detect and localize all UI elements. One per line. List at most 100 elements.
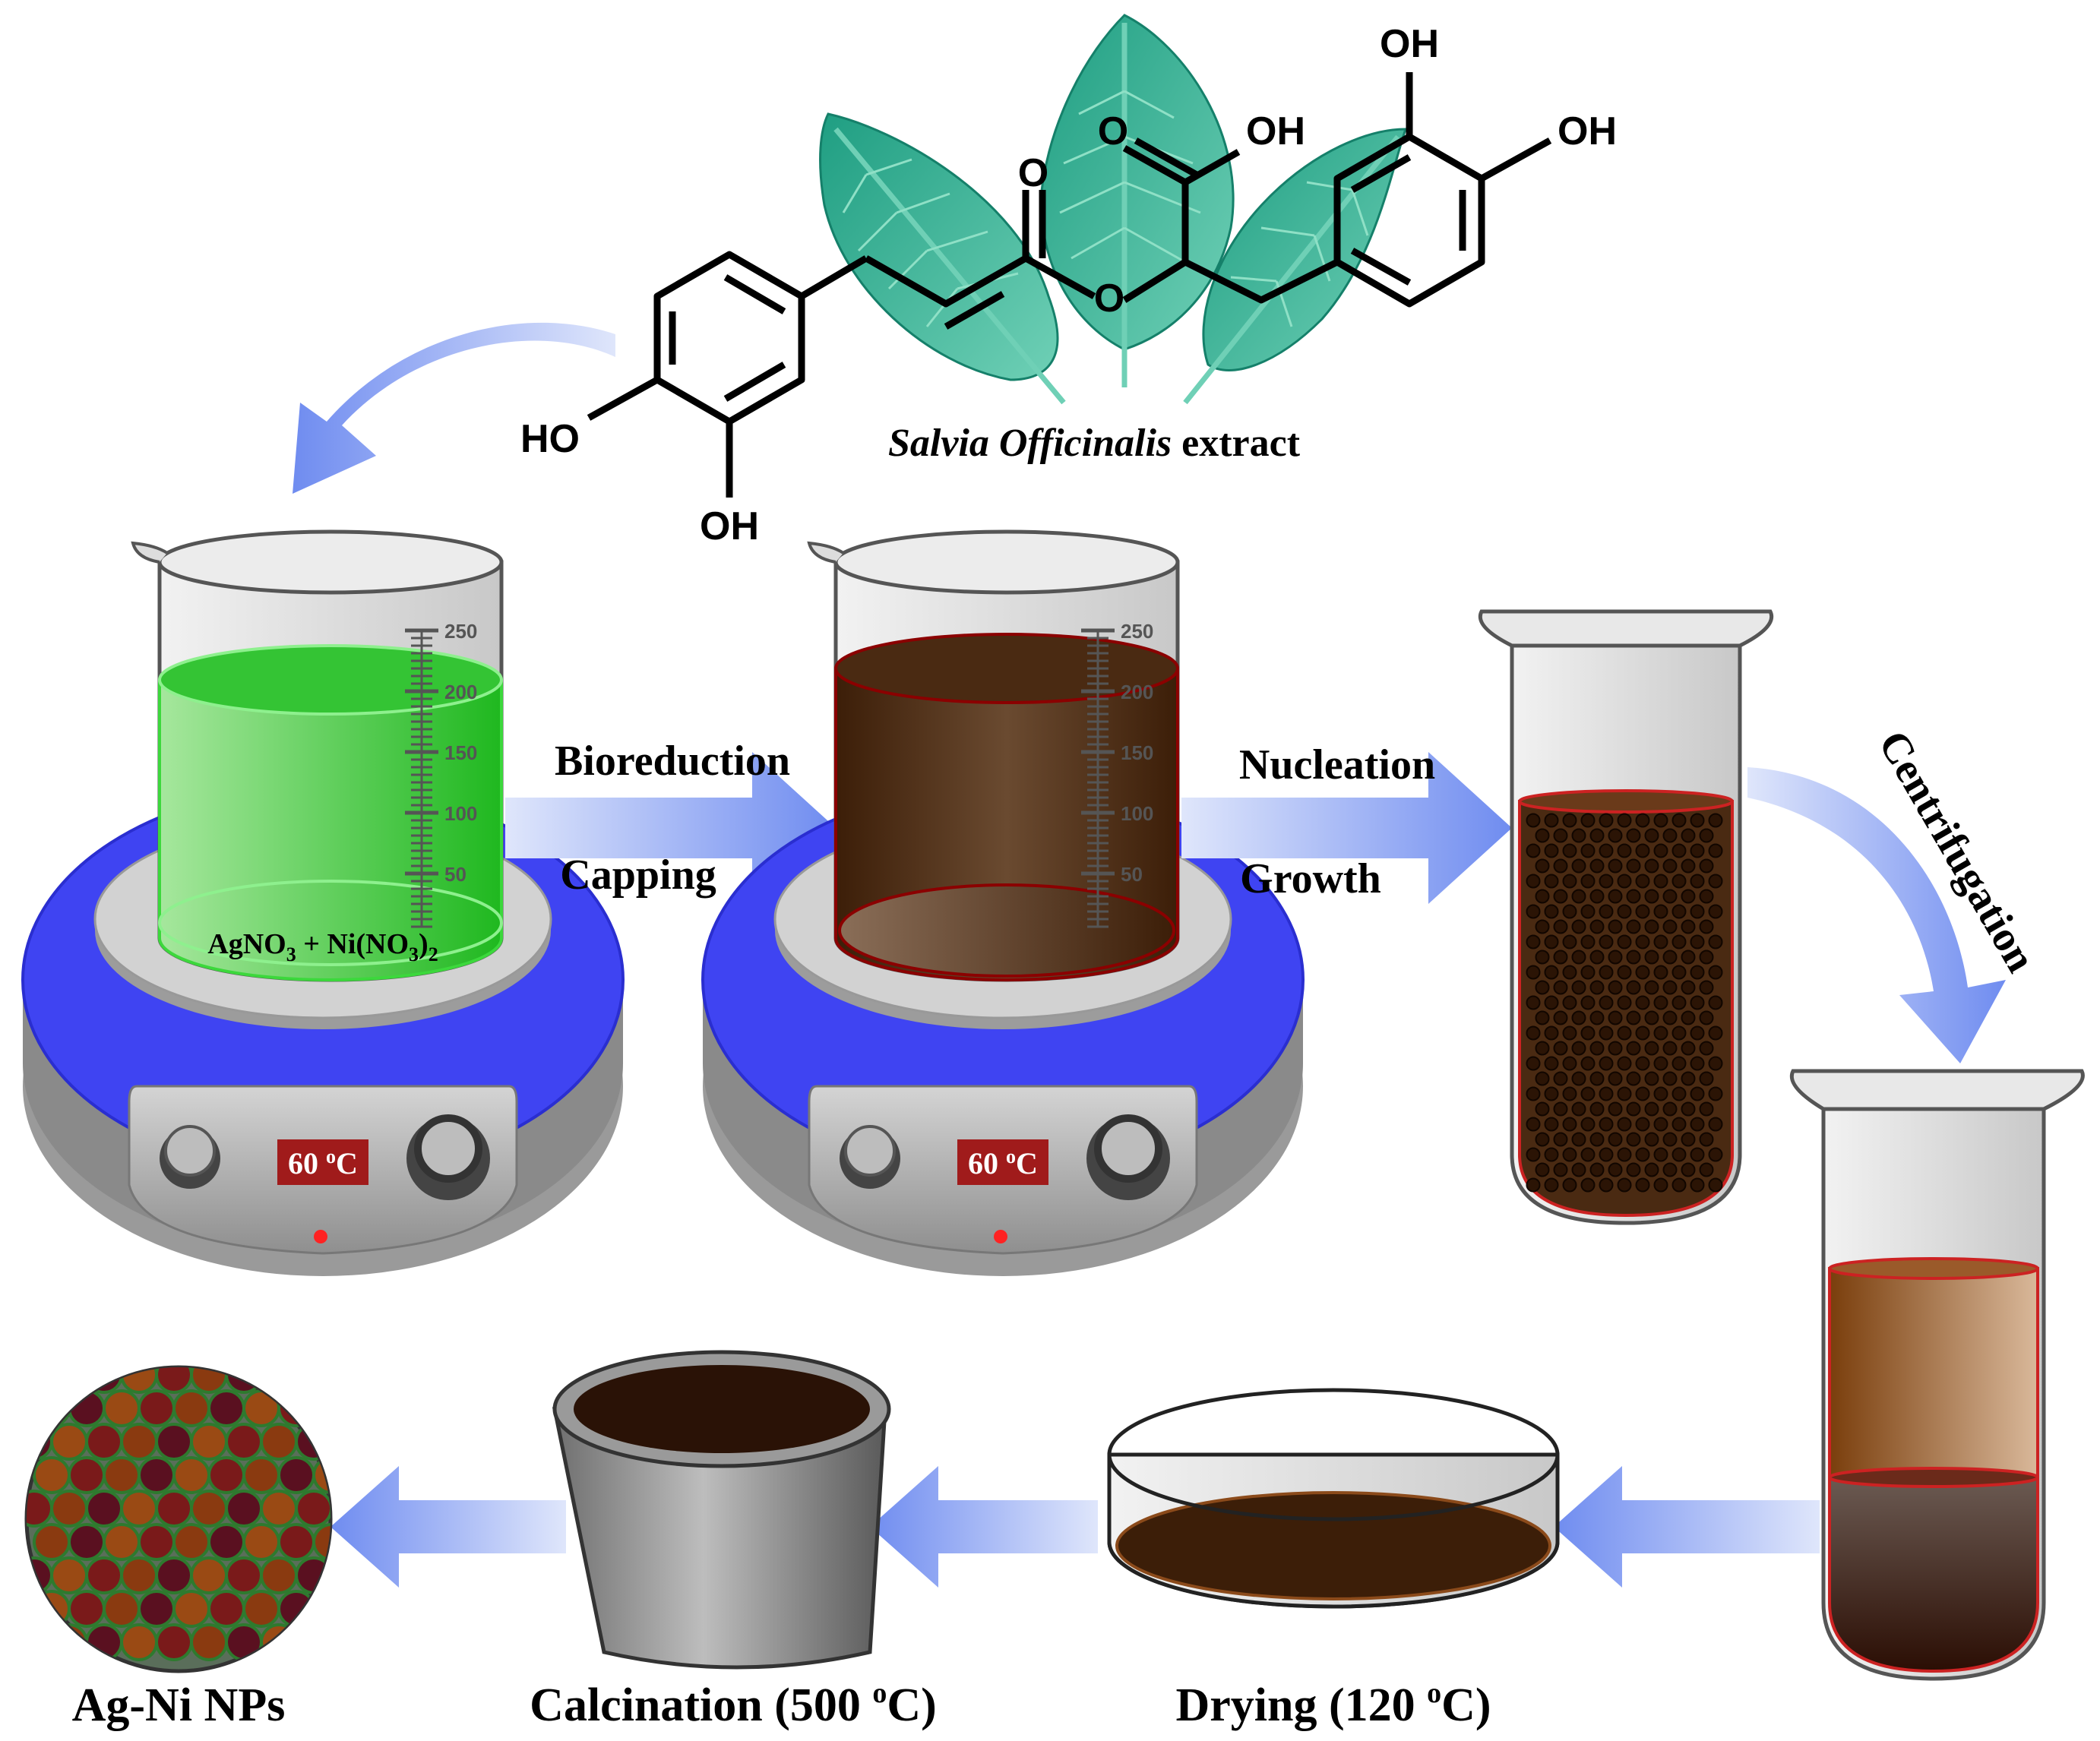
nanoparticle-dot <box>1599 1086 1614 1101</box>
nanoparticle-dot <box>1626 1101 1641 1117</box>
oh-right-label: OH <box>1558 109 1617 153</box>
nanoparticle-dot <box>1580 1086 1596 1101</box>
crucible <box>552 1350 891 1670</box>
nanoparticle-dot <box>1681 1162 1696 1177</box>
nanoparticle <box>225 1490 263 1528</box>
large-knob-icon[interactable] <box>406 1114 490 1200</box>
nanoparticle-dot <box>1553 949 1568 965</box>
scale-tick-label: 250 <box>444 620 477 643</box>
nanoparticle-dot <box>1553 1162 1568 1177</box>
nanoparticle <box>103 1523 141 1561</box>
test-tube-2 <box>1790 1069 2085 1681</box>
nanoparticle-dot <box>1571 889 1586 904</box>
scale-tick-label: 100 <box>444 802 477 825</box>
nanoparticle-dot <box>1626 889 1641 904</box>
nanoparticle-dot <box>1589 1101 1605 1117</box>
small-knob-icon[interactable] <box>160 1125 220 1189</box>
nanoparticle-dot <box>1690 1056 1705 1071</box>
nanoparticle-dot <box>1708 874 1723 889</box>
nanoparticle-dot <box>1617 813 1632 828</box>
nanoparticle <box>242 1389 280 1427</box>
nanoparticle-dot <box>1635 1025 1650 1041</box>
nanoparticle-dot <box>1626 949 1641 965</box>
oh-top-label: OH <box>1380 22 1439 66</box>
nanoparticle-dot <box>1635 1117 1650 1132</box>
nanoparticle <box>138 1456 176 1494</box>
nanoparticle <box>207 1456 245 1494</box>
nanoparticle-dot <box>1580 1056 1596 1071</box>
nanoparticle <box>85 1367 123 1394</box>
nanoparticle <box>68 1523 106 1561</box>
nanoparticle-dot <box>1580 813 1596 828</box>
nanoparticle-dot <box>1635 1056 1650 1071</box>
nanoparticle-dot <box>1644 980 1659 995</box>
nanoparticle-dot <box>1681 1132 1696 1147</box>
ho-left-label: HO <box>520 417 580 461</box>
nanoparticle-dot <box>1635 813 1650 828</box>
nanoparticle-dot <box>1699 1071 1714 1086</box>
nanoparticle-dot <box>1571 949 1586 965</box>
scale-tick-label: 150 <box>444 741 477 764</box>
nanoparticle-dot <box>1644 919 1659 934</box>
nanoparticle-dot <box>1671 934 1687 949</box>
nanoparticle-dot <box>1699 1101 1714 1117</box>
nanoparticle-dot <box>1608 828 1623 843</box>
nanoparticle-dot <box>1662 1132 1678 1147</box>
nanoparticle-dot <box>1653 965 1668 980</box>
nanoparticle-dot <box>1671 1117 1687 1132</box>
nanoparticle-dot <box>1671 965 1687 980</box>
nanoparticle-dot <box>1562 965 1577 980</box>
nanoparticle <box>138 1590 176 1628</box>
nanoparticle <box>207 1389 245 1427</box>
small-knob-icon[interactable] <box>840 1125 900 1189</box>
nanoparticle <box>295 1623 330 1661</box>
beaker-1-solution-label: AgNO3 + Ni(NO3)2 <box>207 928 438 965</box>
nanoparticle-dot <box>1589 1071 1605 1086</box>
nanoparticle-dot <box>1681 1010 1696 1025</box>
temperature-display <box>957 1139 1048 1185</box>
nanoparticle-dot <box>1690 1117 1705 1132</box>
nanoparticle-dot <box>1526 1025 1541 1041</box>
nanoparticle-dot <box>1708 1086 1723 1101</box>
carbonyl-o-label: O <box>1018 151 1048 195</box>
nanoparticle-dot <box>1662 1041 1678 1056</box>
nanoparticle-dot <box>1544 813 1559 828</box>
large-knob-icon[interactable] <box>1086 1114 1170 1200</box>
nanoparticle-dot <box>1681 980 1696 995</box>
nanoparticle <box>190 1423 228 1461</box>
arrow-centrifugation: Centrifugation <box>1747 723 2045 1063</box>
nanoparticle-dot <box>1653 904 1668 919</box>
nucleation-label: Nucleation <box>1239 741 1435 788</box>
nanoparticle <box>172 1590 210 1628</box>
nanoparticle-dot <box>1535 1101 1550 1117</box>
nanoparticle-dot <box>1699 1162 1714 1177</box>
nanoparticle <box>50 1623 88 1661</box>
nanoparticle-dot <box>1599 1025 1614 1041</box>
nanoparticle-dot <box>1635 904 1650 919</box>
nanoparticle-dot <box>1662 949 1678 965</box>
nanoparticle-dot <box>1699 889 1714 904</box>
nanoparticle-dot <box>1535 1132 1550 1147</box>
nanoparticle-dot <box>1708 813 1723 828</box>
bioreduction-label: Bioreduction <box>555 738 790 785</box>
nanoparticle-dot <box>1562 1147 1577 1162</box>
nanoparticle-dot <box>1708 1177 1723 1193</box>
nanoparticle-dot <box>1653 1025 1668 1041</box>
nanoparticle-dot <box>1599 874 1614 889</box>
nanoparticle-dot <box>1553 1071 1568 1086</box>
test-tube-1 <box>1479 609 1773 1225</box>
nanoparticle <box>103 1456 141 1494</box>
nanoparticle-dot <box>1535 1162 1550 1177</box>
nanoparticle-dot <box>1608 1132 1623 1147</box>
nanoparticle-dot <box>1580 843 1596 858</box>
nanoparticle-dot <box>1681 858 1696 874</box>
nanoparticle-dot <box>1671 874 1687 889</box>
nanoparticle-dot <box>1544 934 1559 949</box>
nanoparticle-dot <box>1553 828 1568 843</box>
nanoparticle-dot <box>1653 1056 1668 1071</box>
nanoparticle <box>190 1556 228 1594</box>
nanoparticle-dot <box>1535 1041 1550 1056</box>
nanoparticle-dot <box>1526 995 1541 1010</box>
arrow-to-drying <box>1554 1466 1820 1588</box>
nanoparticle-dot <box>1599 1147 1614 1162</box>
